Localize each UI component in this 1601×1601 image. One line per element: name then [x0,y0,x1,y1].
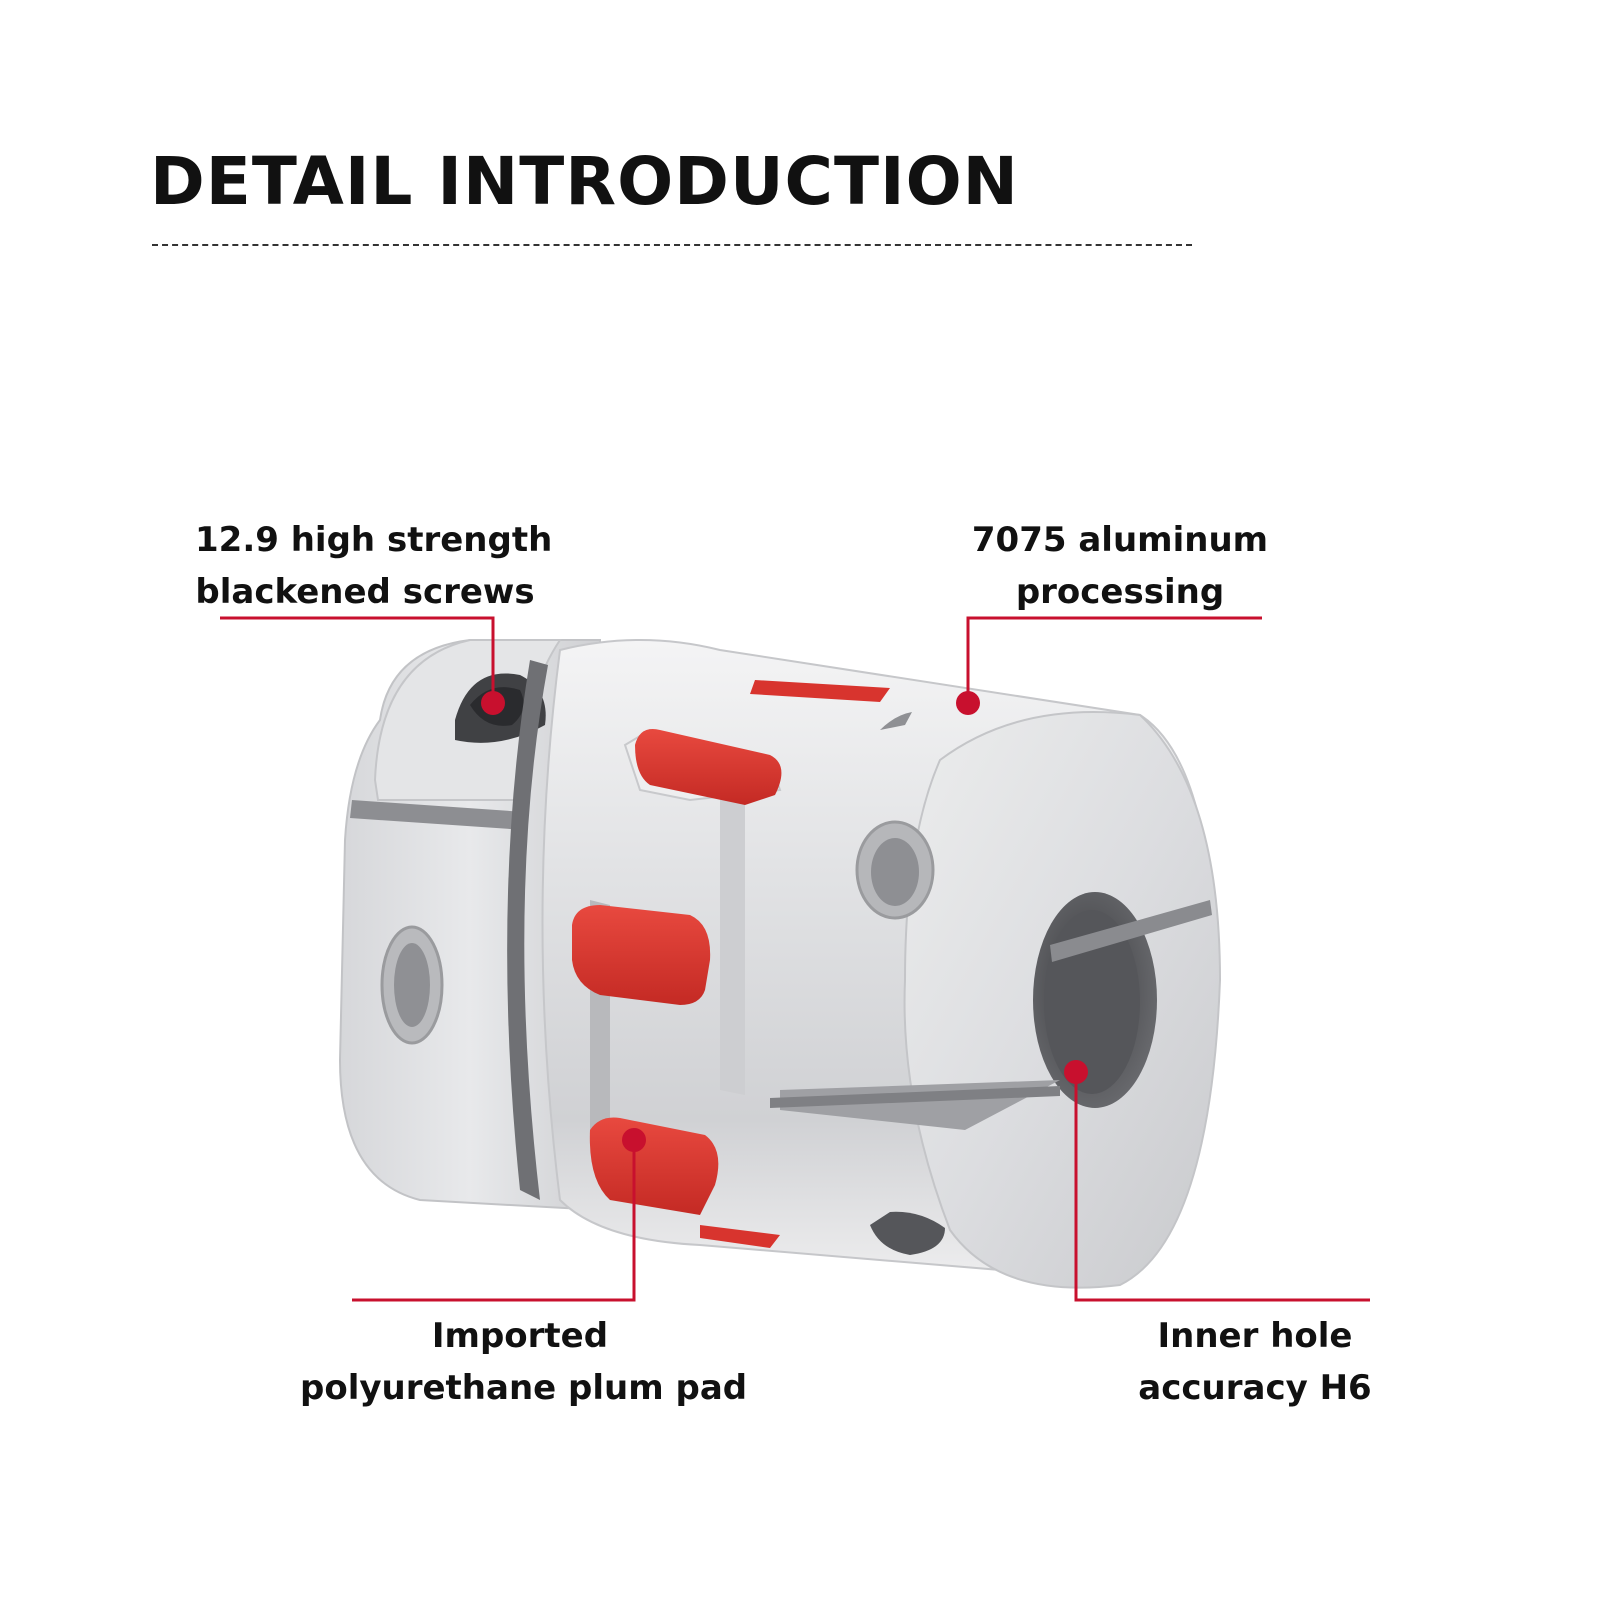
page-title: DETAIL INTRODUCTION [150,143,1019,220]
callout-plum-pad-line1: Imported [431,1316,609,1356]
callout-plum-pad-line2: polyurethane plum pad [300,1368,748,1408]
callout-inner-hole-line1: Inner hole [1157,1316,1353,1356]
plum-pad-leader-line [352,1140,636,1302]
callout-inner-hole: Inner hole accuracy H6 [1110,1310,1400,1414]
callout-screws-line2: blackened screws [195,572,535,612]
aluminum-dot [956,691,980,715]
screws-dot [481,691,505,715]
callout-dots [481,691,1088,1152]
plum-pad-dot [622,1128,646,1152]
callout-inner-hole-line2: accuracy H6 [1138,1368,1372,1408]
right-hub-body [541,639,1222,1289]
inner-hole-leader-line [1074,1072,1370,1302]
screws-leader-line [220,616,495,700]
callout-screws-line1: 12.9 high strength [195,520,553,560]
callout-plum-pad: Imported polyurethane plum pad [300,1310,748,1414]
callout-aluminum-line2: processing [1015,572,1225,612]
inner-hole-dot [1064,1060,1088,1084]
title-dashed-divider [152,244,1192,246]
polyurethane-plum-pad [572,680,890,1248]
aluminum-leader-line [966,616,1262,700]
callout-lines [220,616,1370,1302]
callout-aluminum: 7075 aluminum processing [960,514,1280,618]
callout-screws: 12.9 high strength blackened screws [195,514,553,618]
callout-aluminum-line1: 7075 aluminum [971,520,1269,560]
